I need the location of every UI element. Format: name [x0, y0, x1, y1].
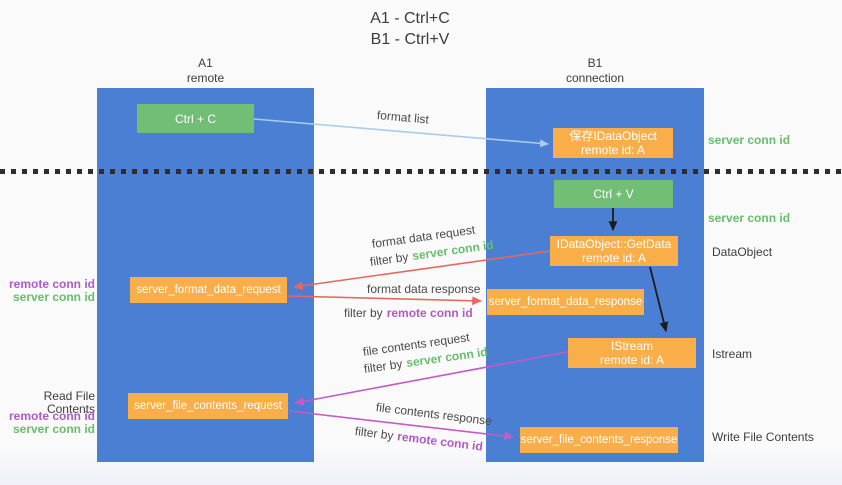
- lane-a1-title: A1: [198, 56, 213, 70]
- label-file-contents-response: file contents response: [375, 400, 493, 429]
- format-request-label: server_format_data_request: [136, 284, 281, 296]
- ctrl-c-label: Ctrl + C: [174, 111, 216, 126]
- istream-line2: remote id: A: [599, 353, 665, 367]
- annotation-server-conn-id-2: server conn id: [12, 422, 95, 436]
- lane-header-b1: B1 connection: [486, 56, 704, 86]
- ctrl-v-label: Ctrl + V: [593, 187, 634, 201]
- istream-line1: IStream: [610, 339, 653, 353]
- format-data-response-arrow: [287, 295, 483, 306]
- node-server-format-data-request: server_format_data_request: [130, 277, 287, 303]
- getdata-line1: IDataObject::GetData: [556, 237, 672, 251]
- save-idataobject-line2: remote id: A: [580, 143, 646, 157]
- file-response-label: server_file_contents_response: [520, 434, 678, 446]
- node-server-format-data-response: server_format_data_response: [487, 289, 644, 315]
- annotation-server-conn-id-1: server conn id: [12, 290, 95, 304]
- dotted-divider-line: [0, 169, 842, 174]
- filter-value-2: remote conn id: [386, 306, 473, 320]
- lane-a1-subtitle: remote: [186, 71, 225, 85]
- lane-b1-title: B1: [587, 56, 603, 70]
- save-idataobject-line1: 保存IDataObject: [569, 129, 657, 143]
- getdata-line2: remote id: A: [581, 251, 647, 265]
- annotation-conn-ids-1: remote conn id server conn id: [0, 278, 95, 304]
- node-server-file-contents-response: server_file_contents_response: [520, 427, 678, 453]
- annotation-write-file-contents: Write File Contents: [712, 430, 814, 444]
- annotation-read-file-contents: Read File Contents: [43, 389, 95, 416]
- filter-prefix-2: filter by: [344, 306, 383, 320]
- title-line-2: B1 - Ctrl+V: [370, 31, 450, 48]
- lane-b1-subtitle: connection: [565, 71, 625, 85]
- annotation-dataobject: DataObject: [712, 245, 773, 259]
- annotation-remote-conn-id-2: remote conn id: [8, 409, 95, 423]
- node-server-file-contents-request: server_file_contents_request: [128, 393, 288, 419]
- annotation-server-conn-id-mid: server conn id: [708, 211, 791, 225]
- lane-header-a1: A1 remote: [97, 56, 314, 86]
- filter-prefix-3: filter by: [363, 356, 404, 376]
- node-ctrl-v: Ctrl + V: [554, 180, 673, 208]
- filter-prefix-4: filter by: [354, 424, 395, 443]
- node-ctrl-c: Ctrl + C: [137, 104, 254, 133]
- label-format-data-response: format data response: [367, 282, 481, 296]
- node-idataobject-getdata: IDataObject::GetData remote id: A: [550, 236, 678, 266]
- label-format-list: format list: [376, 108, 430, 127]
- node-istream: IStream remote id: A: [568, 338, 696, 368]
- node-save-idataobject: 保存IDataObject remote id: A: [553, 128, 673, 158]
- filter-value-4: remote conn id: [396, 429, 484, 454]
- annotation-conn-ids-2: remote conn id server conn id: [0, 410, 95, 436]
- file-request-label: server_file_contents_request: [134, 400, 282, 412]
- filter-prefix-1: filter by: [369, 249, 410, 269]
- title-line-1: A1 - Ctrl+C: [370, 10, 450, 27]
- annotation-remote-conn-id-1: remote conn id: [8, 277, 95, 291]
- format-response-label: server_format_data_response: [488, 296, 643, 308]
- diagram-title: A1 - Ctrl+C B1 - Ctrl+V: [0, 8, 820, 50]
- annotation-server-conn-id-top: server conn id: [708, 133, 791, 147]
- annotation-istream: Istream: [712, 347, 753, 361]
